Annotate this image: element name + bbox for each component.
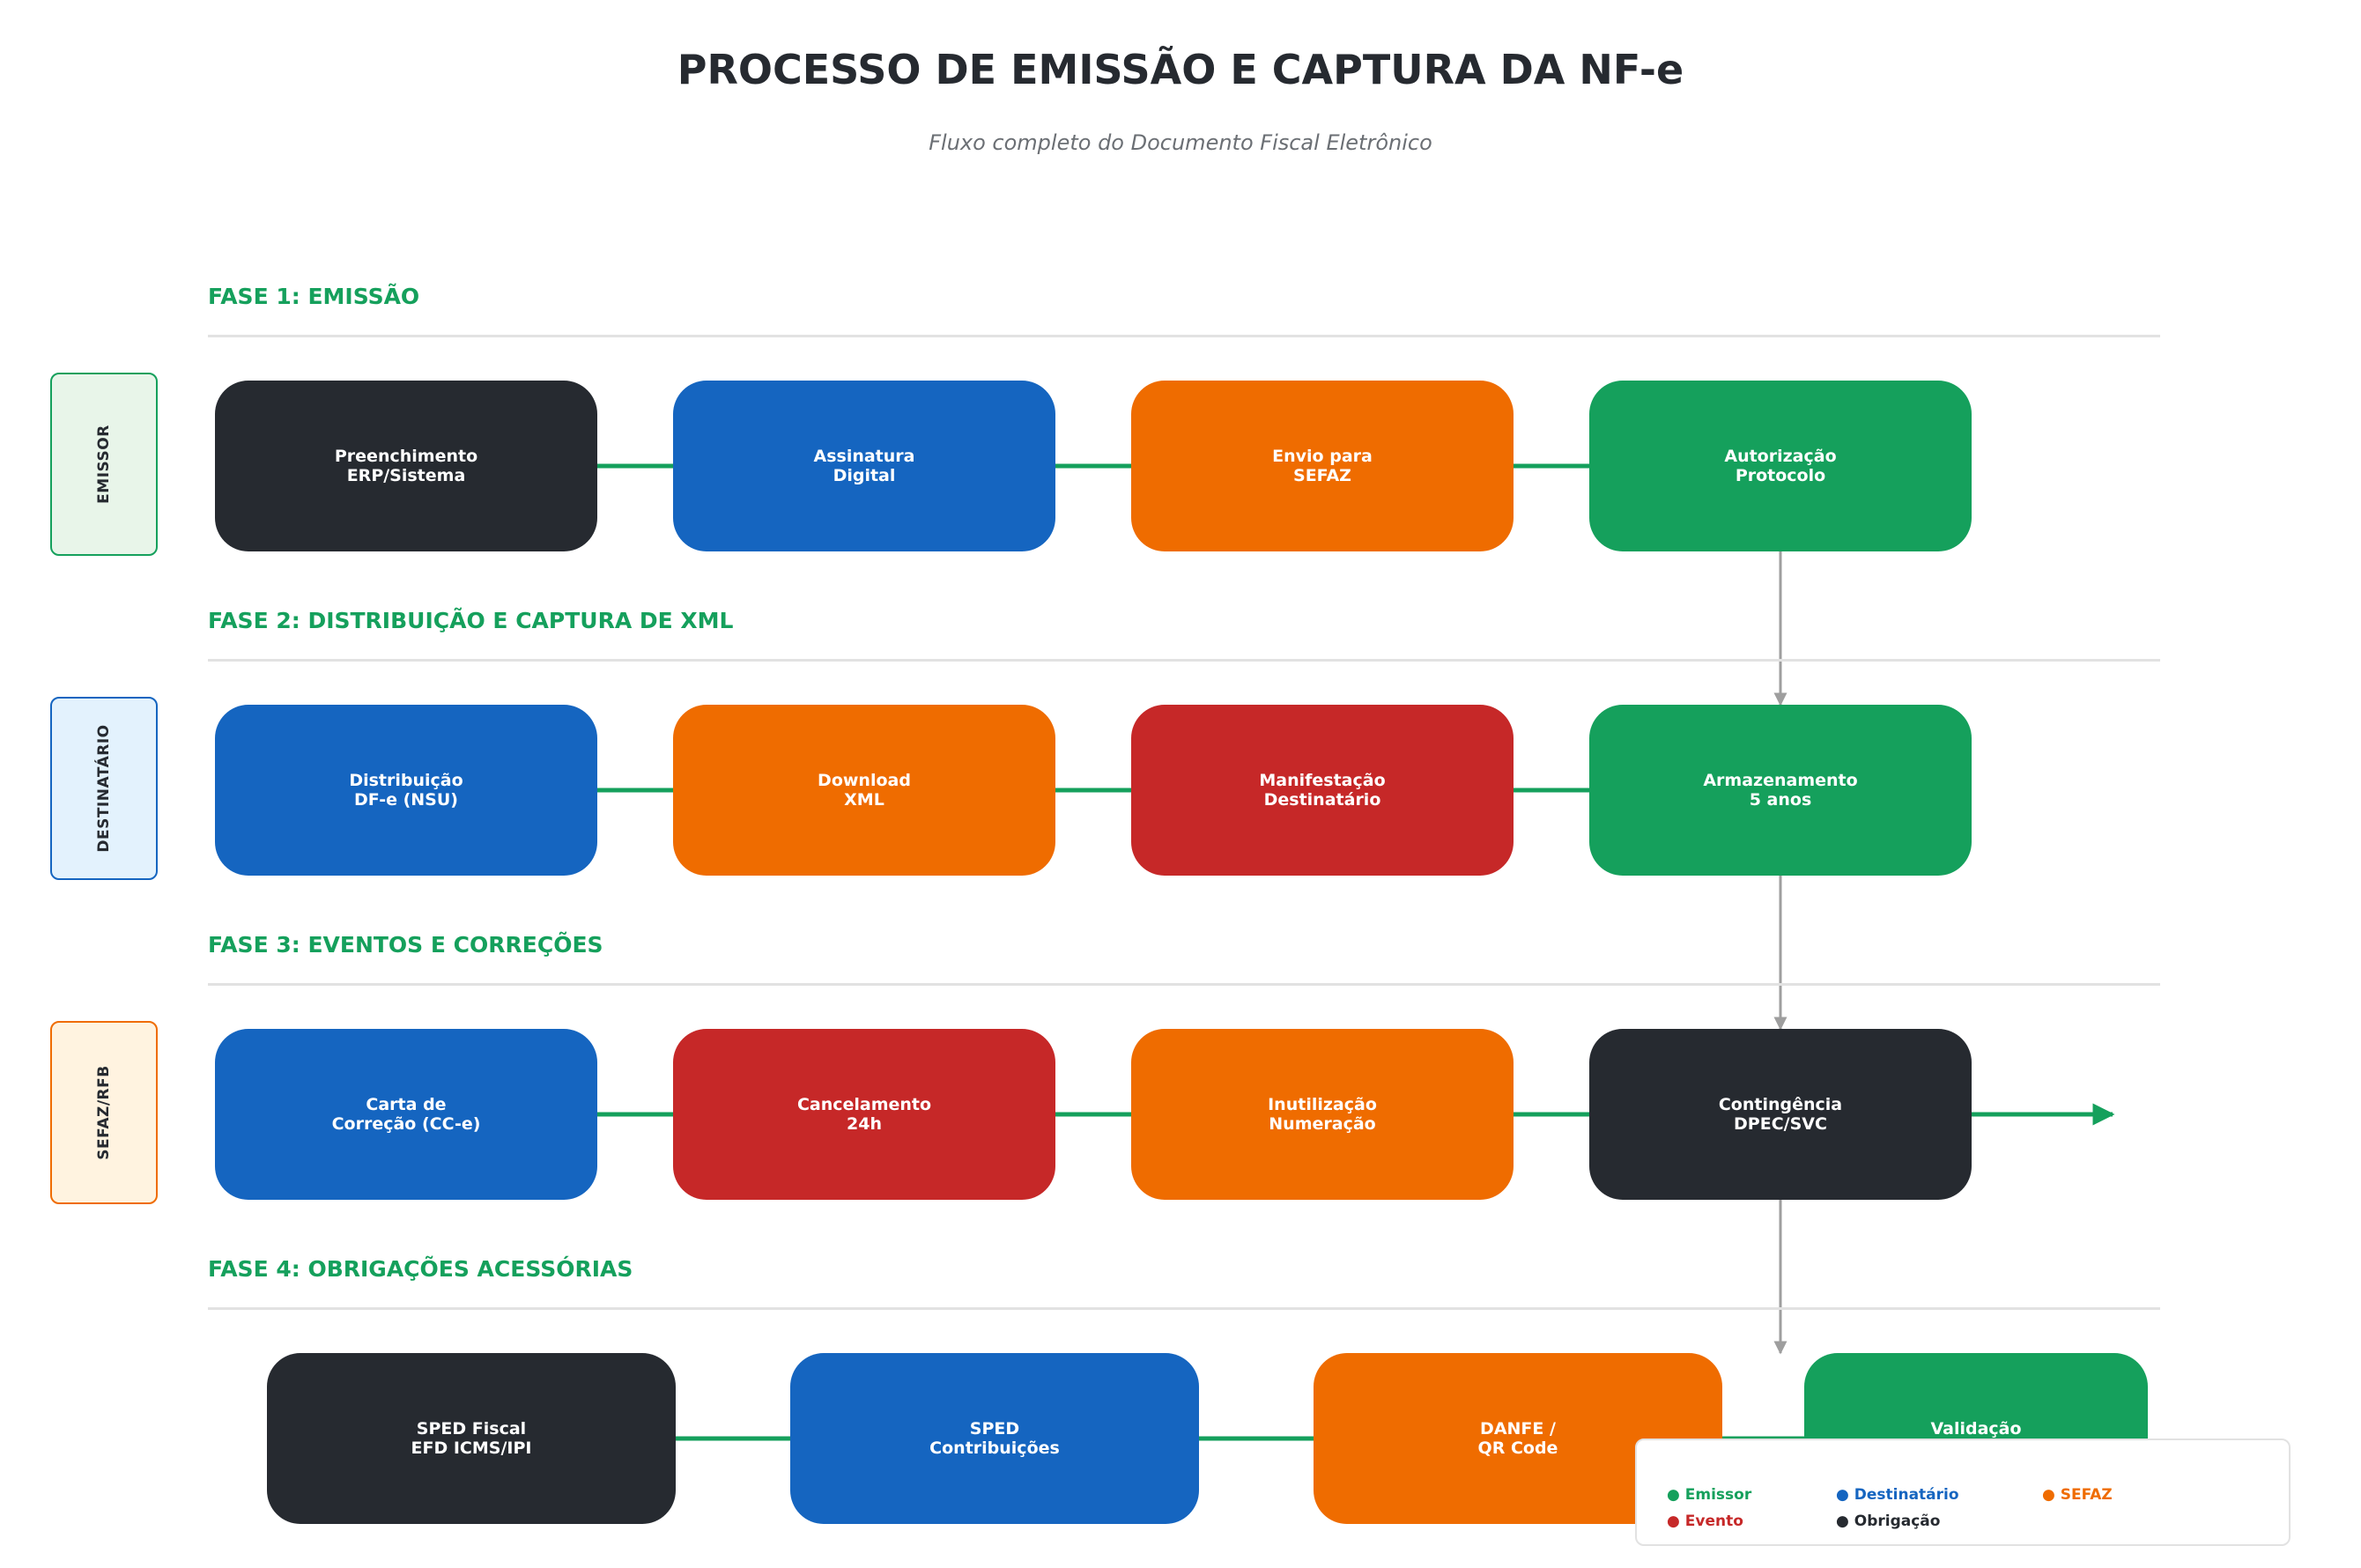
page-title: PROCESSO DE EMISSÃO E CAPTURA DA NF-e [677,46,1684,93]
node-label-line: DF-e (NSU) [354,790,458,810]
phase-title-2: FASE 2: DISTRIBUIÇÃO E CAPTURA DE XML [208,608,734,633]
swimlane-label-sefaz-rfb: SEFAZ/RFB [50,1021,158,1204]
phase-title-1: FASE 1: EMISSÃO [208,284,420,309]
node-label-line: DPEC/SVC [1734,1114,1827,1134]
phase-divider-4 [208,1307,2160,1310]
node-label-line: SPED Fiscal [416,1419,527,1439]
phase-title-4: FASE 4: OBRIGAÇÕES ACESSÓRIAS [208,1256,633,1282]
swimlane-label-destinat-rio: DESTINATÁRIO [50,697,158,880]
node-label-line: Distribuição [349,771,463,790]
node-label-line: Carta de [366,1095,447,1114]
node-label-line: Contingência [1718,1095,1843,1114]
node-label-line: Destinatário [1263,790,1381,810]
node-label-line: DANFE / [1480,1419,1556,1439]
process-node-label: DANFE /QR Code [1478,1419,1558,1458]
phase-divider-2 [208,659,2160,662]
legend-item: ● Destinatário [1836,1486,1959,1504]
node-label-line: Preenchimento [334,447,478,466]
node-label-line: Protocolo [1735,466,1826,485]
phase-divider-3 [208,983,2160,986]
node-label-line: Validação [1930,1419,2022,1439]
page-subtitle: Fluxo completo do Documento Fiscal Eletr… [929,130,1432,155]
node-label-line: Cancelamento [796,1095,932,1114]
node-label-line: SPED [969,1419,1020,1439]
node-label-line: XML [844,790,884,810]
swimlane-text: EMISSOR [95,425,113,504]
swimlane-label-emissor: EMISSOR [50,373,158,556]
node-label-line: 24h [847,1114,882,1134]
legend-item: ● Emissor [1667,1486,1752,1504]
node-label-line: ERP/Sistema [346,466,466,485]
node-label-line: Inutilização [1268,1095,1377,1114]
node-label-line: Autorização [1724,447,1837,466]
node-label-line: QR Code [1477,1439,1558,1458]
legend: ● Emissor ● Destinatário ● SEFAZ ● Evento ● … [1635,1439,2291,1546]
legend-item: ● Obrigação [1836,1513,1941,1530]
node-label-line: EFD ICMS/IPI [411,1439,532,1458]
node-label-line: Correção (CC-e) [331,1114,481,1134]
node-label-line: Armazenamento [1703,771,1858,790]
phase-divider-1 [208,335,2160,337]
swimlane-text: DESTINATÁRIO [95,724,113,853]
phase-title-3: FASE 3: EVENTOS E CORREÇÕES [208,932,603,958]
legend-item: ● SEFAZ [2042,1486,2113,1504]
node-label-line: Envio para [1272,447,1373,466]
node-label-line: Numeração [1269,1114,1376,1134]
node-label-line: Manifestação [1259,771,1386,790]
node-label-line: Contribuições [929,1439,1060,1458]
node-label-line: 5 anos [1749,790,1812,810]
swimlane-text: SEFAZ/RFB [95,1065,113,1160]
node-label-line: SEFAZ [1293,466,1351,485]
node-label-line: Assinatura [813,447,915,466]
node-label-line: Digital [833,466,896,485]
legend-item: ● Evento [1667,1513,1743,1530]
node-label-line: Download [818,771,911,790]
